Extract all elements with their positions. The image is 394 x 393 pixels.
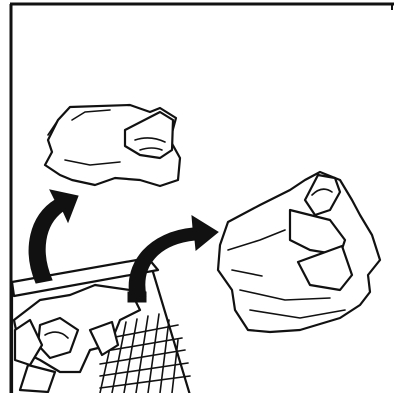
arrow-up-left-icon: [29, 190, 78, 283]
clothes-folded-top-icon: [45, 105, 180, 186]
arrow-right-icon: [128, 216, 218, 302]
clothes-pile-icon: [218, 172, 380, 332]
